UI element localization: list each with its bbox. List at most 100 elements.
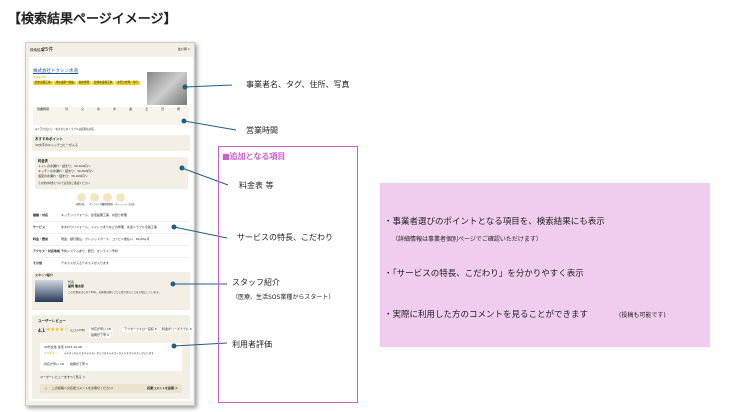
connector-dot (171, 343, 177, 349)
info-value: テキストが入るテキストが入ります (61, 261, 109, 265)
label-price: 料金表 等 (239, 181, 274, 190)
price-line: トイレの水漏れ・詰まり：30,000円〜 (38, 164, 91, 168)
label-staff: スタッフ紹介 (232, 278, 280, 287)
price-title: 料金表 (38, 159, 48, 163)
day: 土 (145, 107, 149, 111)
staff-text: この仕事をはじめて30年、お客様の困りごとに寄り添うことを大切にしています。 (68, 291, 161, 294)
day: 火 (81, 107, 85, 111)
day: 水 (97, 107, 101, 111)
day: 月 (65, 107, 69, 111)
label-review: 利用者評価 (232, 340, 272, 349)
info-row: 種類・対応キッチンリフォーム、住宅設備工事、水回り修理 (33, 211, 189, 222)
connector-dot (170, 281, 176, 287)
label-company: 事業者名、タグ、住所、写真 (246, 80, 350, 89)
result-count: 25件 (42, 47, 54, 53)
result-count-label: 検索結果 (30, 48, 44, 52)
day: 木 (113, 107, 117, 111)
connector-hours (183, 120, 237, 131)
info-value: 水まわりリフォーム、トイレつまりなどの修理、水道トラブル全般工事 (61, 225, 157, 229)
review-tag: 説明が丁寧 5 (70, 362, 88, 366)
online-booking-icon (90, 193, 99, 202)
info-key: サービス (33, 225, 46, 229)
rating-stars: ★★★★☆ (46, 327, 69, 333)
tag: 給水設備工事 (33, 81, 53, 85)
review-chip[interactable]: 対応が早い 18 (89, 327, 113, 332)
info-key: その他 (33, 261, 43, 265)
added-items-header: ■追加となる項目 (222, 152, 286, 161)
search-result-mockup: 検索結果 25件 並び順 ∨ 株式会社ドクシン水道 ★★★★★ 給水設備工事排水… (25, 42, 195, 406)
review-tag: 対応が早い 18 (44, 362, 64, 366)
feature-label: 出張費無料 (102, 203, 113, 206)
day: 祝 (177, 107, 181, 111)
price-line: 浴室の水漏れ・詰まり：30,000円〜 (38, 174, 88, 178)
price-table: 料金表 トイレの水漏れ・詰まり：30,000円〜 キッチンの水漏れ・詰まり：30… (35, 157, 188, 189)
info-value: キッチンリフォーム、住宅設備工事、水回り修理 (61, 213, 127, 217)
staff-photo (35, 280, 63, 302)
review-item: 40代女性 住宅 2023.10.28 ★★★★☆ テキストが入りますテキストが… (40, 343, 182, 371)
tag: 漏水修理 (76, 81, 92, 85)
connector-dot (182, 84, 188, 90)
review-meta: 40代女性 住宅 2023.10.28 (44, 345, 82, 349)
hours-note: ※ドアの出入り・水まわりのトラブルは夜間も対応 (35, 128, 95, 131)
page-title: 【検索結果ページイメージ】 (8, 12, 177, 27)
sort-dropdown[interactable]: 並び順 ∨ (177, 47, 190, 51)
connector-dot (181, 118, 187, 124)
summary-point-2: ・「サービスの特長、こだわり」を分かりやすく表示 (384, 269, 584, 279)
review-stars: ★★★★☆ (44, 351, 58, 355)
rating-stars-small: ★★★★★ (33, 75, 47, 79)
comment-cta[interactable]: 💡 この投稿への応援コメントをお寄せください! 応援コメントを投稿 ＞ (40, 384, 182, 393)
day: 金 (129, 107, 133, 111)
connector-price (181, 167, 229, 186)
company-photo (147, 72, 187, 105)
tag: 排水設備一般編 (53, 81, 76, 85)
label-staff-sub: （医療、生活SOS業種からスタート） (232, 294, 335, 301)
summary-point-3-sub: (投稿も可能です) (619, 312, 666, 319)
tag-list: 給水設備工事排水設備一般編漏水修理給排水設備工事水回り修理・保守 (33, 81, 143, 85)
price-note: その他の料金については直接ご確認ください (38, 182, 90, 185)
info-row: その他 テキストが入るテキストが入ります (33, 259, 189, 270)
recommend-point: おすすめポイント 30文字のキャッチコピーが入る (32, 135, 190, 151)
info-row: サービス 水まわりリフォーム、トイレつまりなどの修理、水道トラブル全般工事 (33, 223, 189, 234)
tag: 給排水設備工事 (92, 81, 115, 85)
price-line: キッチンの水漏れ・詰まり：30,000円〜 (38, 169, 94, 173)
cta-text: この投稿への応援コメントをお寄せください! (52, 386, 114, 390)
feature-label: オンライン予約 (89, 203, 105, 206)
hours-table: 営業時間 月火水木金土日祝 (33, 107, 189, 125)
hours-label: 営業時間 (37, 107, 50, 111)
added-items-box (218, 146, 358, 403)
point-title: おすすめポイント (35, 137, 63, 141)
review-count: (口コミ25件) (70, 329, 86, 332)
staff-section: スタッフ紹介 代表 冨岡 隆志郎 この仕事をはじめて30年、お客様の困りごとに寄… (32, 272, 190, 310)
connector-dot (179, 165, 185, 171)
connector-dot (171, 224, 177, 230)
review-chip[interactable]: 説明が丁寧 5 (89, 333, 111, 338)
label-hours: 営業時間 (246, 126, 278, 135)
summary-panel: ・事業者選びのポイントとなる項目を、検索結果にも表示 （詳細情報は事業者個別ペー… (380, 183, 710, 347)
review-section: ユーザーレビュー 4.1 ★★★★☆ (口コミ25件) 対応が早い 18 アフタ… (32, 315, 194, 399)
feature-label: キャッシュレス対応 (115, 203, 135, 206)
summary-point-3: ・実際に利用した方のコメントを見ることができます (384, 310, 589, 320)
feature-label: 夜間対応 (76, 203, 85, 206)
cashless-icon (116, 193, 125, 202)
summary-point-1-sub: （詳細情報は事業者個別ページでご確認いただけます） (392, 236, 542, 243)
review-text: テキストが入りますテキストが入りますテキストが入りますテキストが入ります (64, 352, 154, 355)
free-visit-icon (103, 193, 112, 202)
info-row: アクセス・対応地域予約システムあり、即日、オンライン予約 (33, 247, 189, 258)
info-key: 料金・費用 (33, 237, 49, 241)
staff-title: スタッフ紹介 (35, 273, 54, 277)
info-key: アクセス・対応地域 (33, 249, 60, 253)
info-value: 予約システムあり、即日、オンライン予約 (61, 249, 118, 253)
review-chip[interactable]: アフターフォロー良好 8 (122, 327, 159, 332)
review-chip[interactable]: 料金がリーズナブル 6 (160, 327, 194, 332)
review-more-link[interactable]: ユーザーレビューをすべて見る ＞ (40, 375, 86, 379)
point-text: 30文字のキャッチコピーが入る (35, 143, 78, 147)
rating-value: 4.1 (38, 328, 46, 333)
company-name-link[interactable]: 株式会社ドクシン水道 (33, 69, 78, 74)
summary-point-1: ・事業者選びのポイントとなる項目を、検索結果にも表示 (384, 217, 605, 227)
info-value: 現金、銀行振込、クレジットカード、コンビニ後払い、PayPay可 (61, 237, 150, 241)
tag: 水回り修理・保守 (115, 81, 140, 85)
label-service: サービスの特長、こだわり (237, 233, 333, 242)
staff-name: 冨岡 隆志郎 (68, 284, 85, 288)
weekday-header: 月火水木金土日祝 (65, 107, 181, 112)
post-comment-button[interactable]: 応援コメントを投稿 ＞ (146, 386, 178, 390)
